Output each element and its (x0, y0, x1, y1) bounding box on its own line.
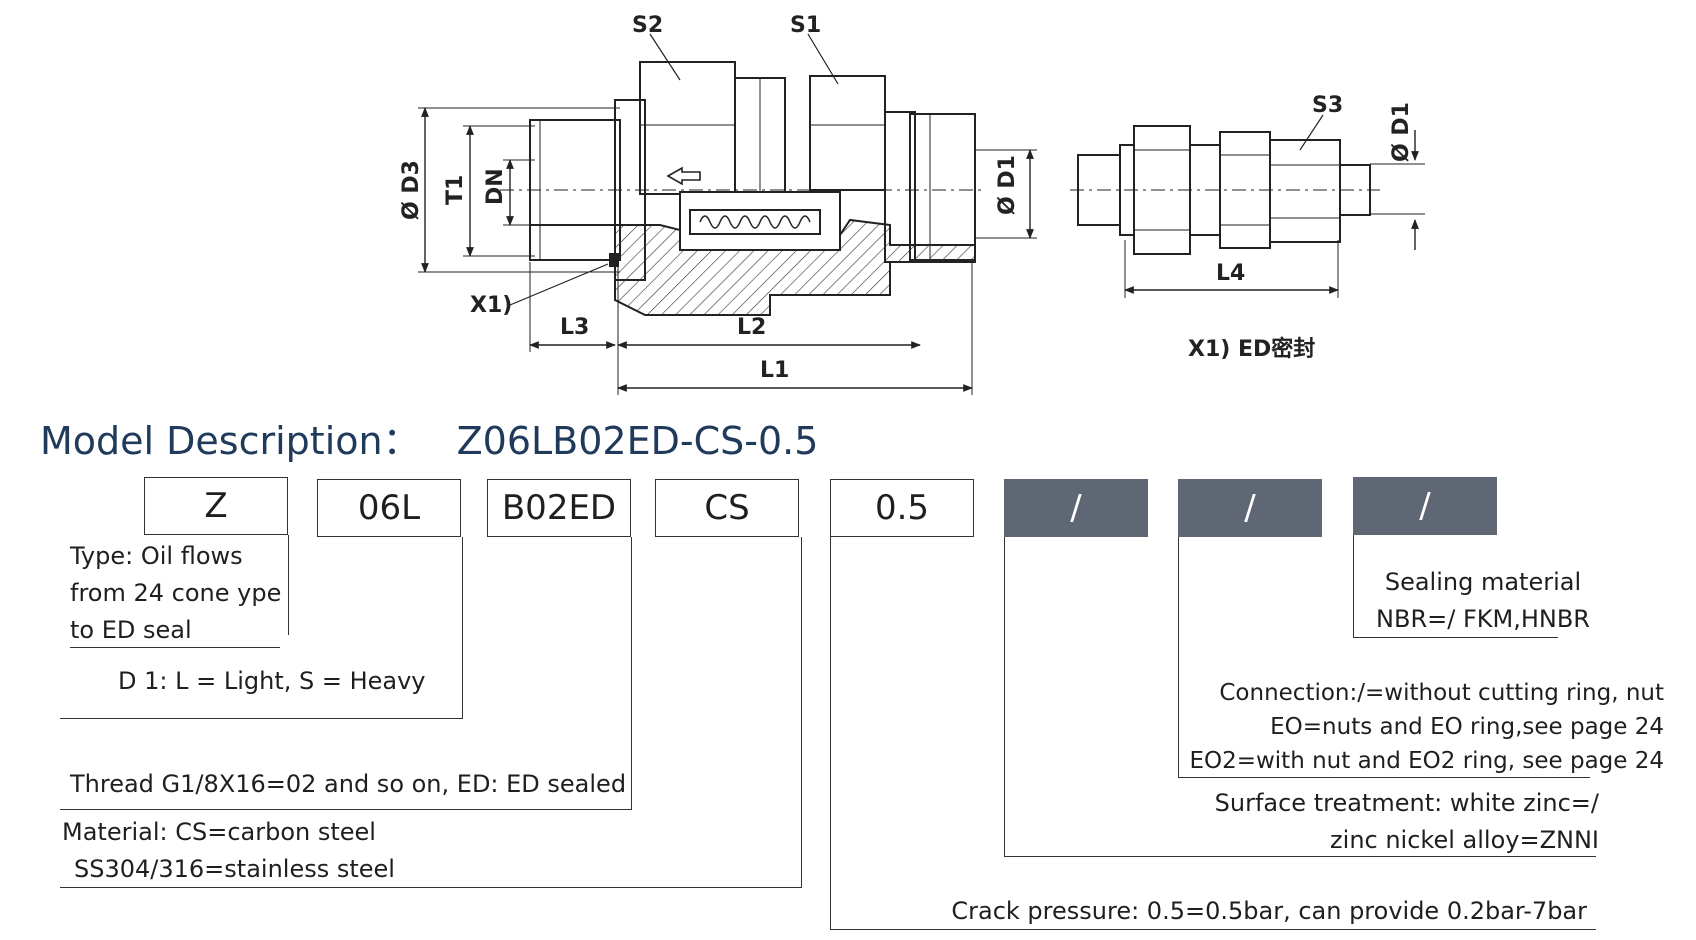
desc-sealing-line-1: Sealing material (1384, 568, 1582, 596)
leader-surface-h (1004, 856, 1596, 857)
code-box-sealing: / (1353, 477, 1497, 535)
title-model: Z06LB02ED-CS-0.5 (456, 419, 819, 463)
code-box-surface: / (1004, 479, 1148, 537)
technical-drawing: S2 S1 Ø D3 T1 DN Ø D1 X1) L3 L2 L1 S3 Ø … (399, 13, 1425, 395)
desc-connection-line-1: Connection:/=without cutting ring, nut (1219, 680, 1664, 706)
leader-connection-h (1178, 777, 1590, 778)
label-d1-side: Ø D1 (1389, 102, 1414, 162)
label-l4: L4 (1216, 261, 1245, 286)
label-t1: T1 (443, 175, 468, 205)
code-box-material: CS (655, 479, 799, 537)
valve-side-view (1070, 114, 1425, 298)
label-l1: L1 (760, 358, 789, 383)
desc-material-line-2: SS304/316=stainless steel (74, 855, 395, 883)
leader-type-h (70, 647, 280, 648)
desc-material-line-1: Material: CS=carbon steel (62, 818, 376, 846)
leader-connection-v (1178, 537, 1179, 777)
leader-sealing-v (1353, 535, 1354, 637)
page-title: Model Description： Z06LB02ED-CS-0.5 (40, 410, 818, 465)
label-s3: S3 (1312, 93, 1343, 118)
desc-connection-line-2: EO=nuts and EO ring,see page 24 (1270, 714, 1664, 740)
label-l2: L2 (737, 315, 766, 340)
label-ed-seal-note: X1) ED密封 (1188, 336, 1315, 362)
desc-type: Type: Oil flows from 24 cone ype to ED s… (70, 538, 281, 649)
code-box-crack-pressure: 0.5 (830, 479, 974, 537)
leader-size-v (462, 537, 463, 718)
desc-type-line-2: from 24 cone ype (70, 579, 282, 607)
desc-type-line-1: Type: Oil flows (70, 542, 243, 570)
leader-surface-v (1004, 537, 1005, 857)
desc-d1: D 1: L = Light, S = Heavy (118, 667, 426, 695)
desc-connection-line-3: EO2=with nut and EO2 ring, see page 24 (1189, 748, 1664, 774)
leader-thread-v (631, 537, 632, 809)
desc-sealing-line-2: NBR=/ FKM,HNBR (1376, 605, 1590, 633)
desc-sealing: Sealing material NBR=/ FKM,HNBR (1363, 564, 1603, 638)
label-d1: Ø D1 (995, 155, 1020, 215)
leader-material-h (60, 887, 802, 888)
label-s1: S1 (790, 13, 821, 38)
desc-crack-pressure: Crack pressure: 0.5=0.5bar, can provide … (951, 897, 1587, 925)
label-s2: S2 (632, 13, 663, 38)
desc-surface-line-1: Surface treatment: white zinc=/ (1214, 789, 1599, 817)
leader-size-h (60, 718, 463, 719)
leader-crack-h (830, 929, 1596, 930)
label-dn: DN (483, 168, 508, 205)
leader-type-v (288, 535, 289, 635)
code-box-size: 06L (317, 479, 461, 537)
label-d3: Ø D3 (399, 160, 424, 220)
desc-material: Material: CS=carbon steel SS304/316=stai… (62, 814, 395, 888)
title-prefix: Model Description： (40, 419, 421, 463)
label-x1: X1) (470, 293, 512, 318)
desc-surface-line-2: zinc nickel alloy=ZNNI (1330, 826, 1599, 854)
label-l3: L3 (560, 315, 589, 340)
leader-sealing-h (1353, 637, 1558, 638)
desc-surface: Surface treatment: white zinc=/ zinc nic… (1215, 785, 1599, 859)
code-box-thread: B02ED (487, 479, 631, 537)
leader-thread-h (60, 809, 632, 810)
desc-connection: Connection:/=without cutting ring, nut E… (1189, 676, 1664, 778)
code-box-type: Z (144, 477, 288, 535)
dimension-lines (418, 33, 1037, 395)
leader-material-v (801, 537, 802, 887)
leader-crack-v (830, 537, 831, 929)
valve-main-view (500, 61, 985, 316)
desc-thread: Thread G1/8X16=02 and so on, ED: ED seal… (70, 770, 627, 798)
desc-type-line-3: to ED seal (70, 616, 192, 644)
code-box-connection: / (1178, 479, 1322, 537)
